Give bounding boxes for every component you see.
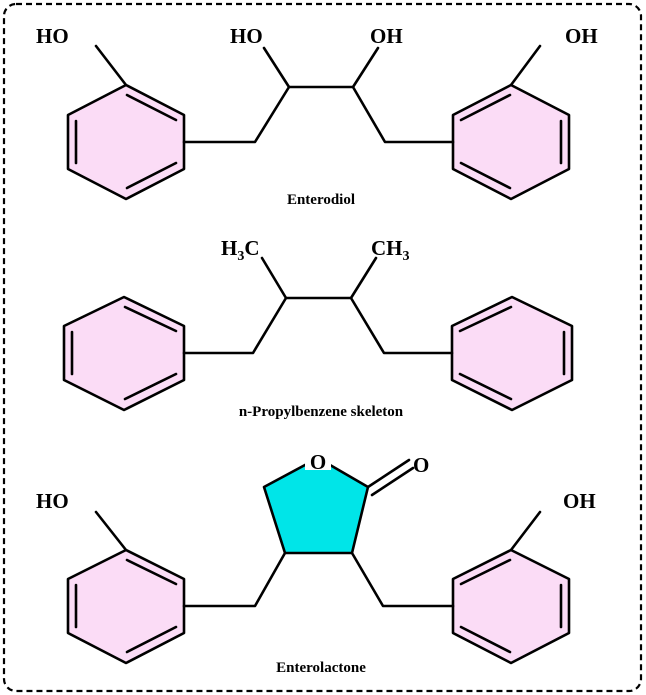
- enterolactone-structure: O O HO OH Enterolactone: [36, 450, 596, 676]
- carbonyl-oxygen-label: O: [413, 453, 429, 477]
- enterodiol-structure: HO HO OH OH Enterodiol: [36, 24, 598, 208]
- aromatic-double-bonds: [74, 93, 178, 190]
- methyl-label: H3C: [221, 236, 260, 264]
- hydroxyl-label: OH: [565, 24, 598, 48]
- aromatic-double-bonds: [458, 305, 566, 401]
- carbonyl-bond: [366, 458, 411, 489]
- hydroxyl-label: OH: [563, 489, 596, 513]
- methyl-label: CH3: [371, 236, 410, 264]
- hydroxyl-label: HO: [36, 24, 69, 48]
- molecule-caption: n-Propylbenzene skeleton: [239, 404, 404, 420]
- ring-oxygen-backdrop: [305, 450, 331, 470]
- benzene-ring: [66, 548, 186, 665]
- benzene-ring: [62, 295, 186, 412]
- oh-bond: [94, 510, 128, 552]
- carbonyl-bond: [370, 466, 415, 497]
- carbon-chain-bonds: [182, 551, 287, 608]
- hydroxyl-label: HO: [36, 489, 69, 513]
- aromatic-double-bonds: [74, 558, 178, 654]
- hydroxyl-label: OH: [370, 24, 403, 48]
- propylbenzene-structure: H3C CH3 n-Propylbenzene skeleton: [62, 236, 574, 420]
- hydroxyl-label: HO: [230, 24, 263, 48]
- aromatic-double-bonds: [459, 558, 563, 654]
- aromatic-double-bonds: [459, 93, 563, 190]
- molecule-caption: Enterolactone: [276, 660, 366, 676]
- molecule-caption: Enterodiol: [287, 192, 355, 208]
- benzene-ring: [451, 83, 571, 201]
- carbon-chain-bonds: [350, 551, 455, 608]
- methyl-bond: [260, 256, 288, 300]
- lactone-ring: [262, 456, 370, 555]
- oh-bond: [509, 44, 542, 87]
- oh-bond: [351, 46, 380, 89]
- benzene-ring: [451, 548, 571, 665]
- ring-oxygen-label: O: [310, 450, 326, 474]
- benzene-ring: [450, 295, 574, 412]
- oh-bond: [94, 44, 128, 87]
- oh-bond: [262, 46, 291, 89]
- aromatic-double-bonds: [70, 305, 178, 401]
- methyl-bond: [349, 256, 378, 300]
- carbon-chain-bonds: [182, 296, 454, 355]
- oh-bond: [509, 510, 542, 552]
- benzene-ring: [66, 83, 186, 201]
- carbon-chain-bonds: [182, 85, 455, 144]
